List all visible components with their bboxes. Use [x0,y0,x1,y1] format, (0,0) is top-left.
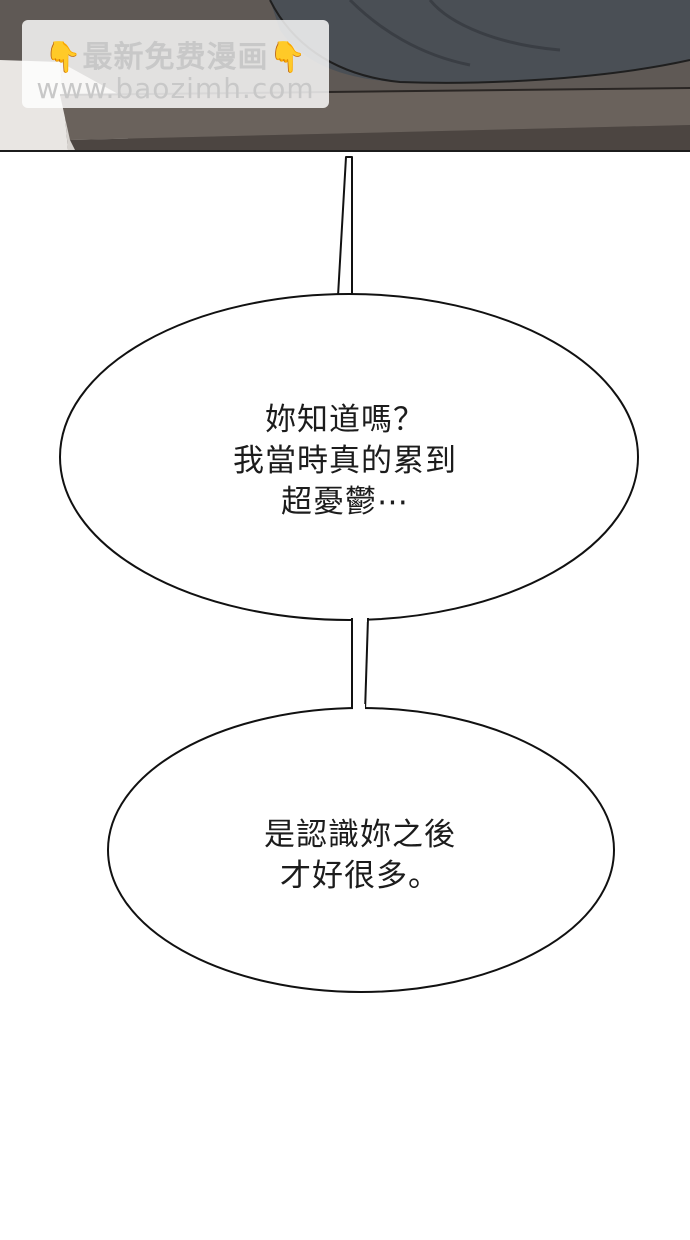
balloon-1-text: 妳知道嗎？ 我當時真的累到 超憂鬱⋯ [150,400,540,523]
balloon-2-text: 是認識妳之後 才好很多。 [170,815,550,897]
balloon-1-line: 超憂鬱⋯ [281,484,409,520]
balloon-1-line: 我當時真的累到 [233,443,457,479]
balloon-connector [352,615,368,712]
pointing-down-hand-icon: 👇 [268,40,307,75]
watermark-title: 👇最新免费漫画👇 [44,40,307,75]
balloon-1 [59,293,639,621]
panel-border [0,150,690,152]
pointing-down-hand-icon: 👇 [44,40,83,75]
comic-panel-top: 👇最新免费漫画👇 www.baozimh.com [0,0,690,152]
speech-balloons [59,156,639,993]
balloon-2-line: 才好很多。 [280,858,440,894]
balloon-1-line: 妳知道嗎？ [265,402,425,438]
watermark-url: www.baozimh.com [36,72,315,105]
balloon-tail-top [337,156,353,297]
watermark-badge: 👇最新免费漫画👇 www.baozimh.com [22,20,329,108]
balloon-2-line: 是認識妳之後 [264,817,456,853]
